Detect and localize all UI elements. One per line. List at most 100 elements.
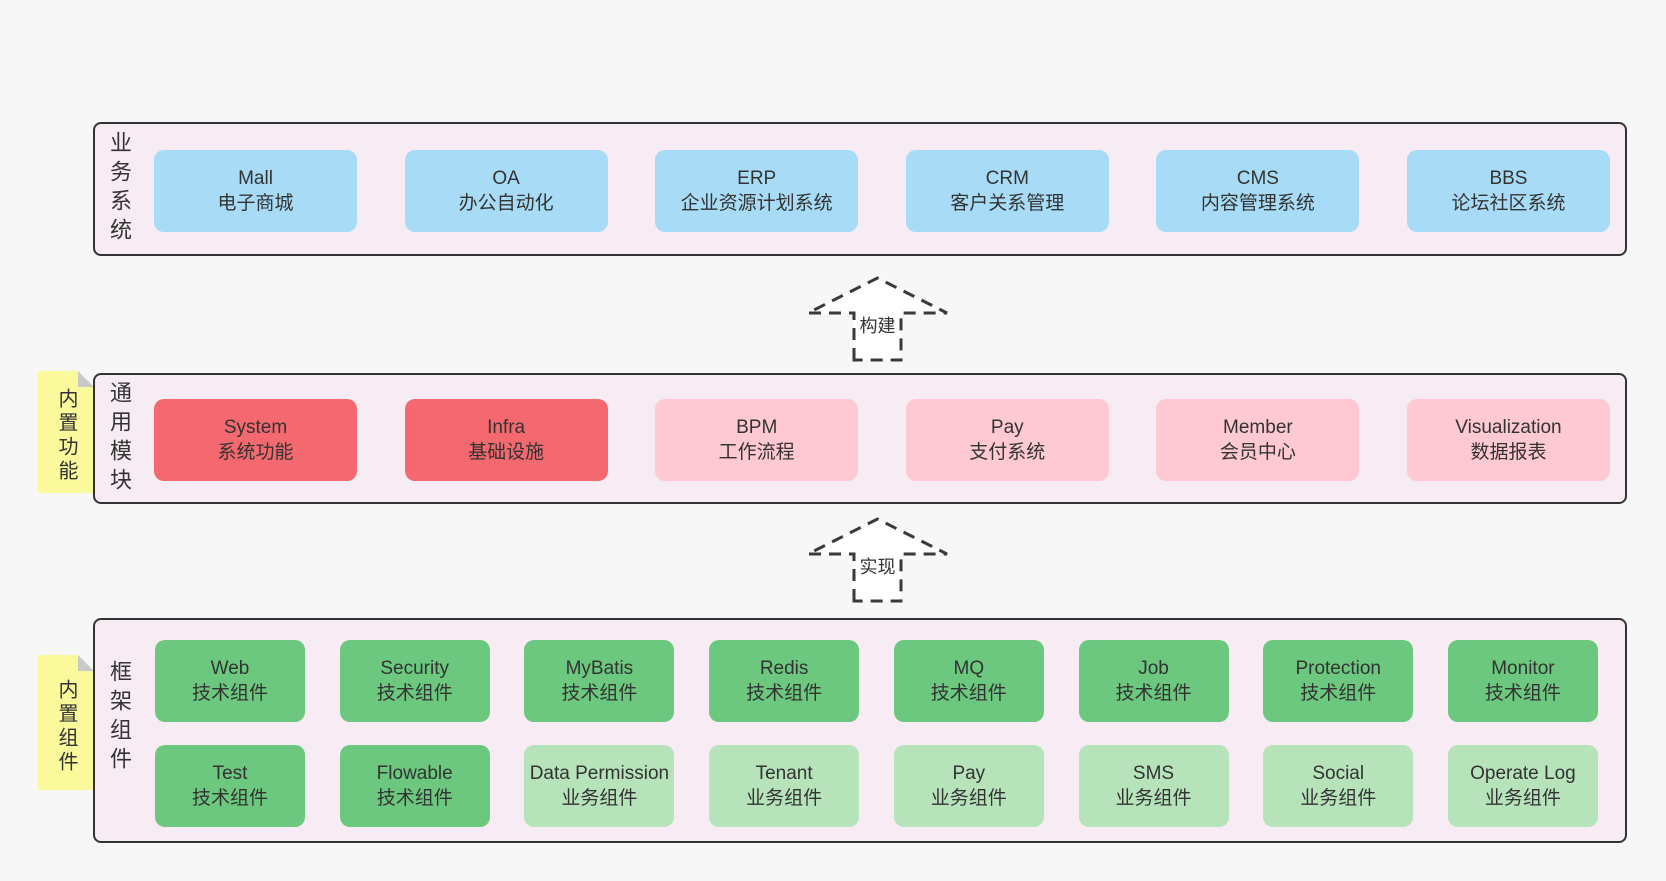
module-box-cms: CMS 内容管理系统: [1156, 150, 1360, 232]
box-subtitle: 客户关系管理: [950, 193, 1065, 214]
arrow-build: 构建: [806, 276, 949, 362]
box-title: Visualization: [1455, 417, 1562, 438]
box-subtitle: 技术组件: [930, 683, 1007, 704]
box-title: Flowable: [376, 763, 453, 784]
box-title: BBS: [1489, 168, 1528, 189]
box-title: Operate Log: [1470, 763, 1576, 784]
module-box-infra: Infra 基础设施: [404, 399, 608, 481]
box-title: Redis: [759, 658, 809, 679]
box-subtitle: 技术组件: [1300, 683, 1377, 704]
module-box-visualization: Visualization 数据报表: [1406, 399, 1610, 481]
framework-components-row-1: Web 技术组件 Security 技术组件 MyBatis 技术组件 Redi…: [155, 640, 1598, 722]
component-box-redis: Redis 技术组件: [709, 640, 860, 722]
component-box-protection: Protection 技术组件: [1263, 640, 1414, 722]
component-box-sms: SMS 业务组件: [1078, 745, 1229, 827]
module-box-bpm: BPM 工作流程: [655, 399, 859, 481]
note-fold-corner-icon: [78, 655, 94, 671]
framework-components-row-2: Test 技术组件 Flowable 技术组件 Data Permission …: [155, 745, 1598, 827]
component-box-pay: Pay 业务组件: [893, 745, 1044, 827]
box-subtitle: 支付系统: [969, 442, 1046, 463]
component-box-flowable: Flowable 技术组件: [339, 745, 490, 827]
module-box-mall: Mall 电子商城: [154, 150, 357, 232]
box-subtitle: 系统功能: [217, 442, 294, 463]
component-box-mybatis: MyBatis 技术组件: [524, 640, 675, 722]
component-box-mq: MQ 技术组件: [893, 640, 1044, 722]
band-label: 业务系统: [107, 131, 132, 247]
arrow-implement: 实现: [806, 517, 949, 603]
component-box-security: Security 技术组件: [339, 640, 490, 722]
box-title: System: [223, 417, 288, 438]
box-subtitle: 办公自动化: [458, 193, 554, 214]
box-subtitle: 论坛社区系统: [1451, 193, 1566, 214]
box-title: Member: [1223, 417, 1293, 438]
band-label: 通用模块: [107, 380, 132, 497]
box-title: Protection: [1295, 658, 1381, 679]
box-title: BPM: [736, 417, 778, 438]
box-subtitle: 内容管理系统: [1200, 193, 1315, 214]
box-title: MQ: [953, 658, 985, 679]
module-box-erp: ERP 企业资源计划系统: [655, 150, 859, 232]
box-subtitle: 业务组件: [1300, 788, 1377, 809]
note-label: 内置组件: [55, 679, 77, 775]
box-subtitle: 技术组件: [746, 683, 823, 704]
box-subtitle: 电子商城: [217, 193, 294, 214]
box-subtitle: 技术组件: [191, 683, 268, 704]
box-subtitle: 技术组件: [376, 683, 453, 704]
box-subtitle: 业务组件: [561, 788, 638, 809]
box-subtitle: 技术组件: [191, 788, 268, 809]
box-subtitle: 企业资源计划系统: [680, 193, 833, 214]
box-title: Monitor: [1491, 658, 1555, 679]
module-box-oa: OA 办公自动化: [404, 150, 608, 232]
note-fold-corner-icon: [78, 371, 94, 387]
sticky-note-built-in-components: 内置组件: [38, 655, 94, 790]
box-title: Test: [212, 763, 248, 784]
box-subtitle: 业务组件: [1484, 788, 1561, 809]
component-box-tenant: Tenant 业务组件: [709, 745, 860, 827]
arrow-label: 构建: [856, 312, 899, 338]
box-title: Tenant: [755, 763, 813, 784]
box-title: OA: [492, 168, 520, 189]
module-box-system: System 系统功能: [154, 399, 357, 481]
note-label: 内置功能: [55, 388, 77, 484]
band-business-systems: 业务系统 Mall 电子商城 OA 办公自动化 ERP 企业资源计划系统 CRM…: [93, 122, 1627, 256]
box-subtitle: 技术组件: [376, 788, 453, 809]
box-subtitle: 工作流程: [718, 442, 795, 463]
box-title: Data Permission: [529, 763, 670, 784]
box-title: ERP: [737, 168, 777, 189]
band-label: 框架组件: [107, 660, 132, 776]
module-box-pay: Pay 支付系统: [905, 399, 1109, 481]
module-box-member: Member 会员中心: [1156, 399, 1360, 481]
component-box-data-permission: Data Permission 业务组件: [524, 745, 675, 827]
sticky-note-built-in-features: 内置功能: [38, 371, 94, 493]
box-title: Web: [210, 658, 250, 679]
component-box-operate-log: Operate Log 业务组件: [1447, 745, 1598, 827]
component-box-web: Web 技术组件: [155, 640, 305, 722]
component-box-social: Social 业务组件: [1263, 745, 1414, 827]
box-subtitle: 数据报表: [1470, 442, 1547, 463]
box-subtitle: 业务组件: [1115, 788, 1192, 809]
box-title: Pay: [990, 417, 1024, 438]
module-box-bbs: BBS 论坛社区系统: [1406, 150, 1610, 232]
component-box-monitor: Monitor 技术组件: [1447, 640, 1598, 722]
band-common-modules: 通用模块 System 系统功能 Infra 基础设施 BPM 工作流程 Pay…: [93, 373, 1627, 504]
box-title: MyBatis: [565, 658, 634, 679]
common-modules-row: System 系统功能 Infra 基础设施 BPM 工作流程 Pay 支付系统…: [154, 399, 1610, 481]
box-title: Pay: [952, 763, 986, 784]
box-title: Security: [380, 658, 450, 679]
box-title: CMS: [1236, 168, 1279, 189]
box-title: Infra: [487, 417, 526, 438]
box-title: Job: [1138, 658, 1169, 679]
box-title: CRM: [985, 168, 1029, 189]
box-subtitle: 业务组件: [930, 788, 1007, 809]
component-box-job: Job 技术组件: [1078, 640, 1229, 722]
box-subtitle: 技术组件: [561, 683, 638, 704]
business-systems-row: Mall 电子商城 OA 办公自动化 ERP 企业资源计划系统 CRM 客户关系…: [154, 150, 1610, 232]
box-title: SMS: [1132, 763, 1175, 784]
component-box-test: Test 技术组件: [155, 745, 305, 827]
arrow-label: 实现: [856, 553, 899, 579]
box-title: Social: [1312, 763, 1365, 784]
box-subtitle: 会员中心: [1219, 442, 1296, 463]
band-framework-components: 框架组件 Web 技术组件 Security 技术组件 MyBatis 技术组件…: [93, 618, 1627, 843]
box-subtitle: 基础设施: [468, 442, 545, 463]
